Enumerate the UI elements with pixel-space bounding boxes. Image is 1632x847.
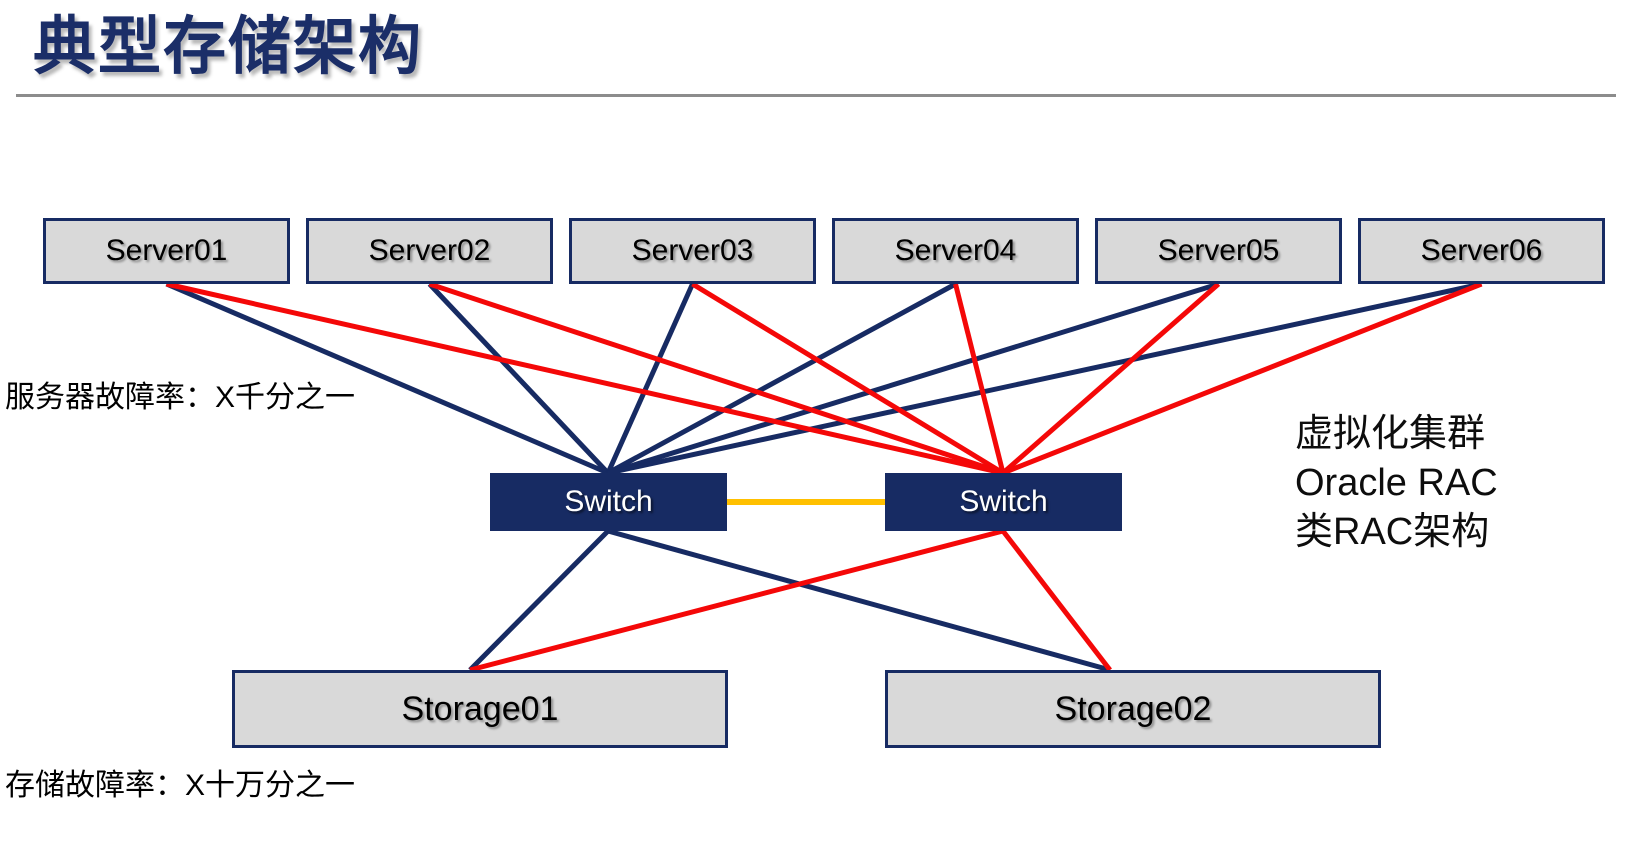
storage-failure-rate-label: 存储故障率：X十万分之一 bbox=[5, 769, 356, 802]
server04-label: Server04 bbox=[894, 234, 1017, 267]
storage01-label: Storage01 bbox=[401, 689, 559, 728]
server05-label: Server05 bbox=[1157, 234, 1280, 267]
switch-right-label: Switch bbox=[959, 485, 1048, 518]
storage01-node: Storage01 bbox=[232, 670, 728, 748]
connection-switch2-storage01 bbox=[469, 528, 1004, 673]
connection-server05-switch2 bbox=[1001, 282, 1221, 475]
cluster-annotation: 虚拟化集群 Oracle RAC 类RAC架构 bbox=[1295, 410, 1575, 557]
connection-server02-switch1 bbox=[427, 282, 610, 475]
connection-server05-switch1 bbox=[607, 281, 1220, 476]
annotation-line-3: 类RAC架构 bbox=[1295, 511, 1490, 553]
connection-server06-switch2 bbox=[1002, 281, 1483, 476]
storage02-node: Storage02 bbox=[885, 670, 1381, 748]
server03-label: Server03 bbox=[631, 234, 754, 267]
page-title: 典型存储架构 bbox=[33, 12, 423, 82]
connection-server06-switch1 bbox=[607, 281, 1483, 476]
connection-switch2-storage02 bbox=[1001, 529, 1112, 672]
annotation-line-2: Oracle RAC bbox=[1295, 462, 1498, 504]
connection-switch1-storage02 bbox=[607, 528, 1111, 673]
server04-node: Server04 bbox=[832, 218, 1079, 284]
connection-server03-switch2 bbox=[691, 281, 1005, 476]
connection-server04-switch1 bbox=[606, 281, 957, 476]
server01-node: Server01 bbox=[43, 218, 290, 284]
server05-node: Server05 bbox=[1095, 218, 1342, 284]
switch-left-node: Switch bbox=[490, 473, 727, 531]
connection-server02-switch2 bbox=[428, 281, 1004, 476]
server03-node: Server03 bbox=[569, 218, 816, 284]
annotation-line-1: 虚拟化集群 bbox=[1295, 413, 1486, 455]
title-underline bbox=[16, 94, 1616, 97]
connection-server04-switch2 bbox=[953, 283, 1006, 474]
connection-server03-switch1 bbox=[605, 282, 695, 475]
connection-server01-switch2 bbox=[165, 281, 1004, 476]
server-failure-rate-label: 服务器故障率：X千分之一 bbox=[5, 381, 356, 414]
server06-node: Server06 bbox=[1358, 218, 1605, 284]
connection-switch1-storage01 bbox=[468, 529, 610, 672]
server02-label: Server02 bbox=[368, 234, 491, 267]
switch-left-label: Switch bbox=[564, 485, 653, 518]
connection-server01-switch1 bbox=[165, 281, 609, 476]
server02-node: Server02 bbox=[306, 218, 553, 284]
server01-label: Server01 bbox=[105, 234, 228, 267]
server06-label: Server06 bbox=[1420, 234, 1543, 267]
storage02-label: Storage02 bbox=[1054, 689, 1212, 728]
switch-right-node: Switch bbox=[885, 473, 1122, 531]
